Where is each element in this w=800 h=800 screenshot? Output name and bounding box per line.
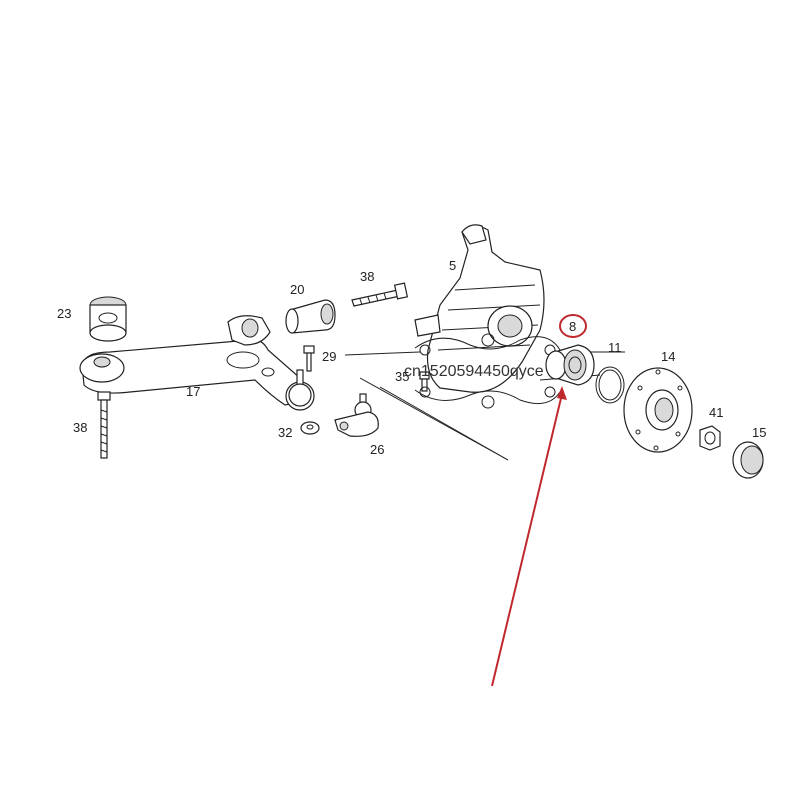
- label-part-26: 26: [370, 442, 384, 457]
- wheel-hub-14: [623, 367, 693, 453]
- watermark-text: cn1520594450qyce: [404, 363, 544, 380]
- ball-joint-26: [334, 393, 379, 437]
- label-part-14: 14: [661, 349, 675, 364]
- highlight-circle: [559, 314, 587, 338]
- wheel-bearing-8: [545, 344, 595, 386]
- label-part-32: 32: [278, 425, 292, 440]
- hub-nut-41: [699, 425, 721, 451]
- knuckle-5: [414, 224, 545, 393]
- circlip-11: [595, 366, 625, 404]
- label-part-29: 29: [322, 349, 336, 364]
- label-part-15: 15: [752, 425, 766, 440]
- bushing-23: [89, 296, 127, 342]
- label-part-23: 23: [57, 306, 71, 321]
- pointer-arrow: [491, 386, 567, 687]
- bolt-35: [419, 371, 430, 392]
- bolt-29: [303, 345, 315, 372]
- label-part-11: 11: [608, 340, 622, 355]
- bolt-38-upper: [351, 282, 409, 307]
- bolt-38-lower: [97, 391, 111, 459]
- label-part-5: 5: [449, 258, 456, 273]
- label-part-41: 41: [709, 405, 723, 420]
- bushing-20: [285, 299, 336, 334]
- label-part-8: 8: [569, 319, 576, 334]
- label-part-38-upper: 38: [360, 269, 374, 284]
- arm-ball-joint: [288, 369, 312, 407]
- label-part-17: 17: [186, 384, 200, 399]
- nut-32: [300, 421, 320, 435]
- label-part-38-lower: 38: [73, 420, 87, 435]
- label-part-20: 20: [290, 282, 304, 297]
- dust-cap-15: [732, 441, 764, 479]
- label-part-35: 35: [395, 369, 409, 384]
